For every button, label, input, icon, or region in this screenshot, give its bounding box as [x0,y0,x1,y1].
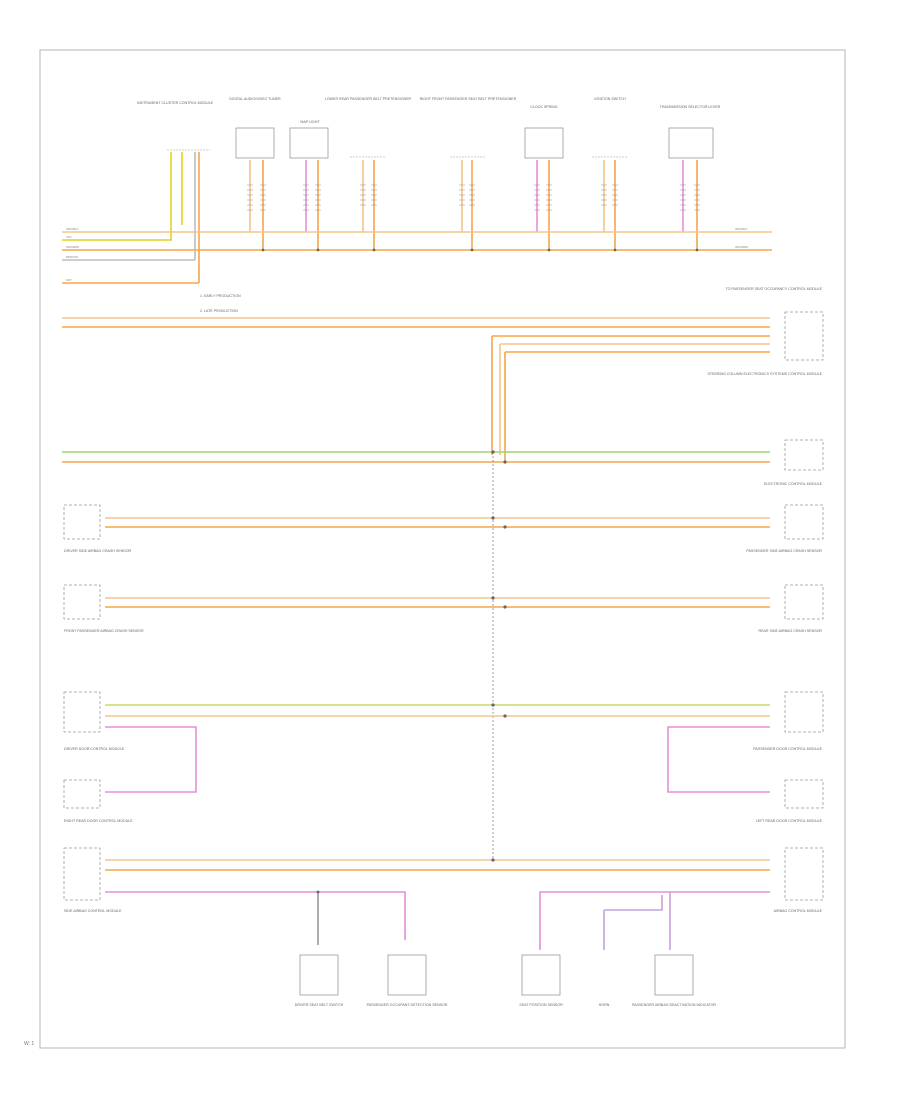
top-components: INSTRUMENT CLUSTER CONTROL MODULE DIGITA… [137,97,721,159]
center-splices [316,450,507,894]
component-airbag-indicator: PASSENGER AIRBAG DEACTIVATION INDICATOR [632,954,716,1007]
wire-label: ORG/BLK [735,227,748,231]
component-label: RIGHT FRONT PASSENGER SEAT BELT PRETENSI… [420,97,517,101]
section-door-modules [105,704,770,793]
component-label: DIGITAL AUDIO/VIDEO TUNER [229,97,281,101]
module-steering-column [784,311,824,361]
section-can-green [62,451,770,463]
sensor-driver-side [63,504,101,540]
component-label: PASSENGER AIRBAG DEACTIVATION INDICATOR [632,1003,716,1007]
component-map-light: MAP LIGHT [289,120,329,159]
component-label: DRIVER SEAT BELT SWITCH [295,1003,344,1007]
component-rf-belt-pretensioner: RIGHT FRONT PASSENGER SEAT BELT PRETENSI… [420,97,517,158]
right-label-left-rear-door: LEFT REAR DOOR CONTROL MODULE [756,819,823,823]
wire-label: GRY [66,278,72,282]
connector-pins [247,184,700,211]
top-wire-drops [170,152,698,280]
section-crash-sensors-1 [105,517,770,528]
sensor-rear-side [784,584,824,620]
splice-dots [261,248,699,252]
component-clock-spring: CLOCK SPRING [524,105,564,159]
component-horn: HORN [599,1003,610,1007]
left-label-side-airbag: SIDE AIRBAG CONTROL MODULE [64,909,122,913]
sensor-passenger-side [784,504,824,540]
left-label-driver-door: DRIVER DOOR CONTROL MODULE [64,747,125,751]
top-bus [62,231,772,284]
section-crash-sensors-2 [105,597,770,608]
component-label: CLOCK SPRING [530,105,557,109]
component-label: TRANSMISSION SELECTOR LEVER [660,105,721,109]
note-early-production: 1. EARLY PRODUCTION [200,294,241,298]
note-late-production: 2. LATE PRODUCTION [200,309,238,313]
component-transmission-selector: TRANSMISSION SELECTOR LEVER [660,105,721,159]
right-label-rear-side: REAR SIDE AIRBAG CRASH SENSOR [758,629,822,633]
component-audio-video-tuner: DIGITAL AUDIO/VIDEO TUNER [229,97,281,159]
section-late-production [62,317,770,462]
component-ignition-switch: IGNITION SWITCH [592,97,628,158]
component-label: INSTRUMENT CLUSTER CONTROL MODULE [137,101,214,105]
component-instrument-cluster: INSTRUMENT CLUSTER CONTROL MODULE [137,101,214,151]
module-electronic-control [784,439,824,471]
left-label-driver-crash: DRIVER SIDE AIRBAG CRASH SENSOR [64,549,132,553]
component-occupant-detection: PASSENGER OCCUPANT DETECTION SENSOR [367,954,448,1007]
wire-label: ORG/BRN [66,245,79,249]
component-driver-belt-switch: DRIVER SEAT BELT SWITCH [295,954,344,1007]
page-label: W: 1 [24,1041,35,1047]
component-label: IGNITION SWITCH [594,97,626,101]
module-driver-door [63,691,101,733]
top-bus-labels: ORG/BLK TAN ORG/BRN BRN/TAN GRY ORG/BLK … [66,227,748,282]
wire-label: BRN/TAN [66,255,78,259]
wire-label: ORG/BLK [66,227,79,231]
component-rear-belt-pretensioner: LOWER REAR PASSENGER BELT PRETENSIONER [325,97,412,158]
wire-label: TAN [66,235,71,239]
right-label-steering-column: STEERING COLUMN ELECTRONICS SYSTEMS CONT… [708,372,823,376]
component-seat-position: SEAT POSITION SENSOR [519,954,563,1007]
bottom-components: DRIVER SEAT BELT SWITCH PASSENGER OCCUPA… [295,954,716,1007]
section-airbag-modules [105,859,770,950]
diagram-frame [39,49,846,1049]
module-side-airbag [63,847,101,901]
component-label: PASSENGER OCCUPANT DETECTION SENSOR [367,1003,448,1007]
component-label: SEAT POSITION SENSOR [519,1003,563,1007]
module-passenger-door [784,691,824,733]
wire-label: ORG/BRN [735,245,748,249]
component-label: MAP LIGHT [300,120,320,124]
module-left-rear-door [784,779,824,809]
left-label-front-passenger: FRONT PASSENGER AIRBAG CRASH SENSOR [64,629,144,633]
right-label-electronic-control: ELECTRONIC CONTROL MODULE [764,482,823,486]
module-airbag [784,847,824,901]
left-label-right-rear-door: RIGHT REAR DOOR CONTROL MODULE [64,819,133,823]
right-label-passenger-door: PASSENGER DOOR CONTROL MODULE [753,747,822,751]
component-label: HORN [599,1003,610,1007]
right-label-passenger-crash: PASSENGER SIDE AIRBAG CRASH SENSOR [746,549,822,553]
module-right-rear-door [63,779,101,809]
right-label-seat-occupancy: TO PASSENGER SEAT OCCUPANCY CONTROL MODU… [725,287,822,291]
right-label-airbag: AIRBAG CONTROL MODULE [774,909,823,913]
sensor-front-passenger [63,584,101,620]
component-label: LOWER REAR PASSENGER BELT PRETENSIONER [325,97,412,101]
